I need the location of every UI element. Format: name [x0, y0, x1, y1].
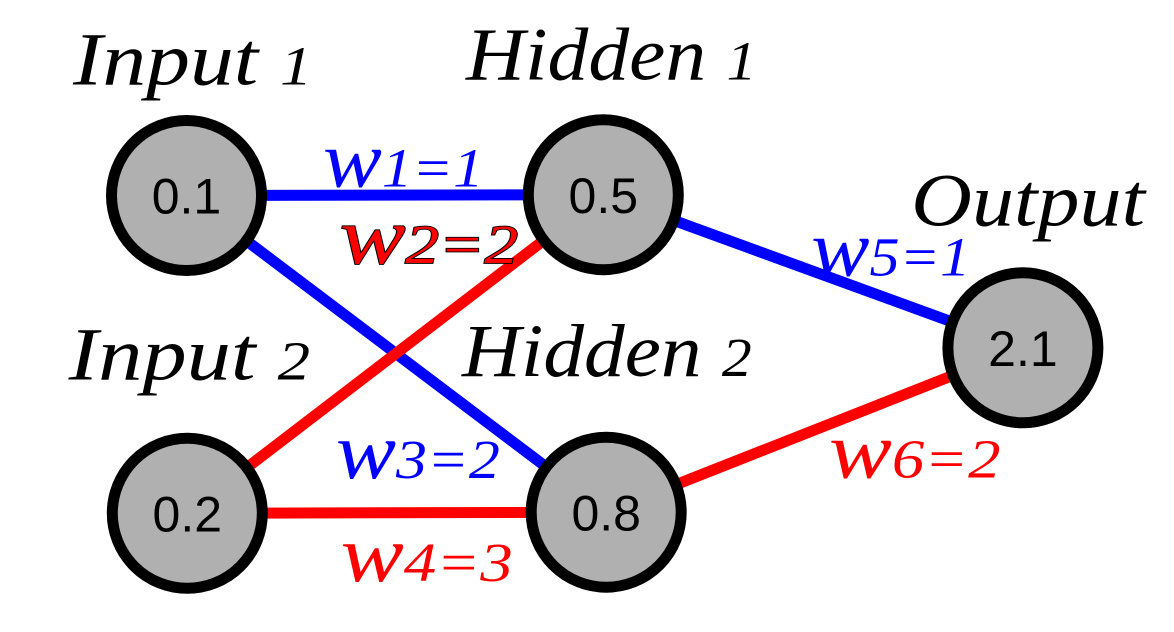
svg-text:w2=2: w2=2	[340, 193, 518, 281]
svg-text:Hidden 2: Hidden 2	[461, 310, 752, 393]
svg-text:0.5: 0.5	[569, 168, 639, 224]
svg-text:Hidden 1: Hidden 1	[465, 14, 756, 97]
svg-text:Input 1: Input 1	[72, 18, 312, 101]
svg-text:0.2: 0.2	[153, 487, 223, 543]
svg-text:w4=3: w4=3	[341, 511, 513, 599]
svg-text:Input 2: Input 2	[67, 313, 310, 396]
svg-text:w5=1: w5=1	[811, 206, 970, 294]
svg-text:w1=1: w1=1	[323, 117, 483, 205]
svg-text:0.8: 0.8	[571, 485, 641, 541]
svg-text:w6=2: w6=2	[829, 408, 1001, 496]
svg-text:0.1: 0.1	[152, 169, 222, 225]
svg-text:Output: Output	[911, 160, 1147, 243]
svg-text:w3=2: w3=2	[336, 408, 500, 496]
svg-text:2.1: 2.1	[988, 321, 1058, 377]
